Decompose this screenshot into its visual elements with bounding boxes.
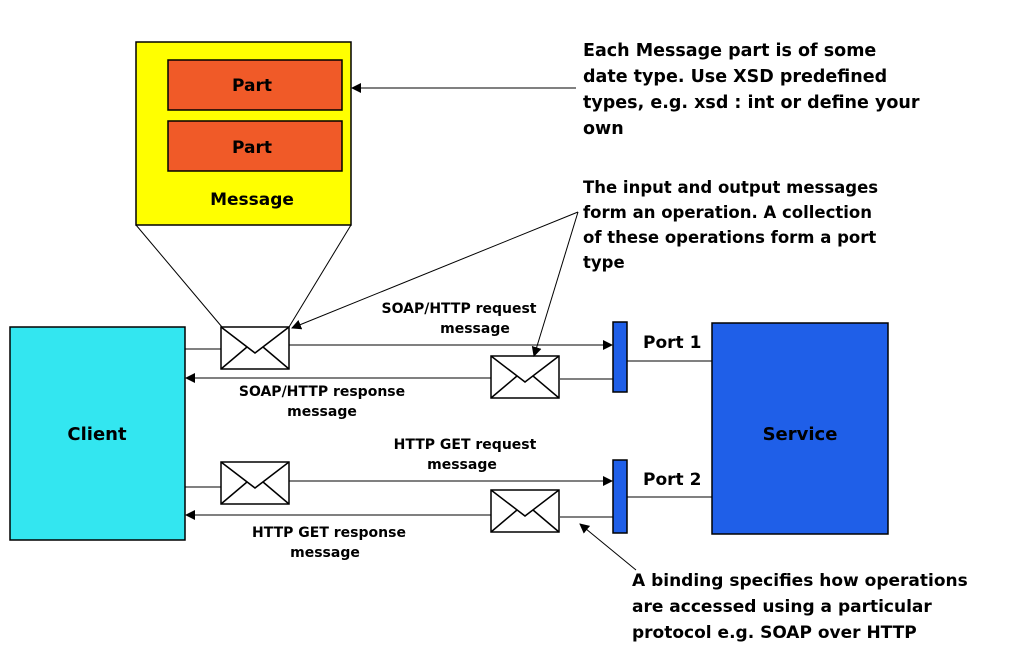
client-box [9, 326, 186, 541]
operation-pointer-right [531, 211, 579, 357]
soap-request-label-line2: message [440, 321, 510, 337]
message-label: Message [210, 190, 294, 210]
binding-pointer [579, 523, 637, 571]
zoom-line-right [288, 224, 352, 328]
soap-response-label-line1: SOAP/HTTP response [239, 384, 405, 400]
envelope-get-request-icon [220, 461, 290, 505]
get-request-label-line2: message [427, 457, 497, 473]
note-binding-line3: protocol e.g. SOAP over HTTP [632, 623, 917, 643]
get-response-label-line2: message [290, 545, 360, 561]
note-part-types-line3: types, e.g. xsd : int or define your [583, 93, 920, 113]
note-part-types-line4: own [583, 119, 624, 139]
envelope-soap-response-icon [490, 355, 560, 399]
port-1-label: Port 1 [643, 333, 701, 353]
message-part-1-label: Part [232, 76, 272, 96]
note-part-types-line2: date type. Use XSD predefined [583, 67, 888, 87]
service-box [711, 322, 889, 535]
note-operation-line4: type [583, 253, 625, 272]
note-operation-line3: of these operations form a port [583, 228, 877, 247]
note-binding-line2: are accessed using a particular [632, 597, 932, 617]
message-part-2-label: Part [232, 138, 272, 158]
envelope-soap-request-icon [220, 326, 290, 370]
operation-pointer-left [291, 211, 579, 330]
port-1-bar [612, 321, 628, 393]
zoom-line-left [135, 224, 223, 328]
message-part-1 [167, 59, 343, 111]
note-binding-line1: A binding specifies how operations [632, 571, 968, 591]
envelope-get-response-icon [490, 489, 560, 533]
port-2-bar [612, 459, 628, 534]
get-response-label-line1: HTTP GET response [252, 525, 406, 541]
soap-request-label-line1: SOAP/HTTP request [382, 301, 537, 317]
note-operation-line1: The input and output messages [583, 178, 879, 197]
message-part-2 [167, 120, 343, 172]
note-part-types-line1: Each Message part is of some [583, 41, 877, 61]
note-part-types: Each Message part is of some date type. … [583, 38, 920, 142]
get-request-label-line1: HTTP GET request [394, 437, 537, 453]
port-2-label: Port 2 [643, 470, 701, 490]
note-operation-line2: form an operation. A collection [583, 203, 872, 222]
soap-response-label-line2: message [287, 404, 357, 420]
note-binding: A binding specifies how operations are a… [632, 568, 968, 646]
service-label: Service [763, 424, 838, 445]
client-label: Client [67, 424, 127, 445]
note-operation: The input and output messages form an op… [583, 175, 878, 275]
